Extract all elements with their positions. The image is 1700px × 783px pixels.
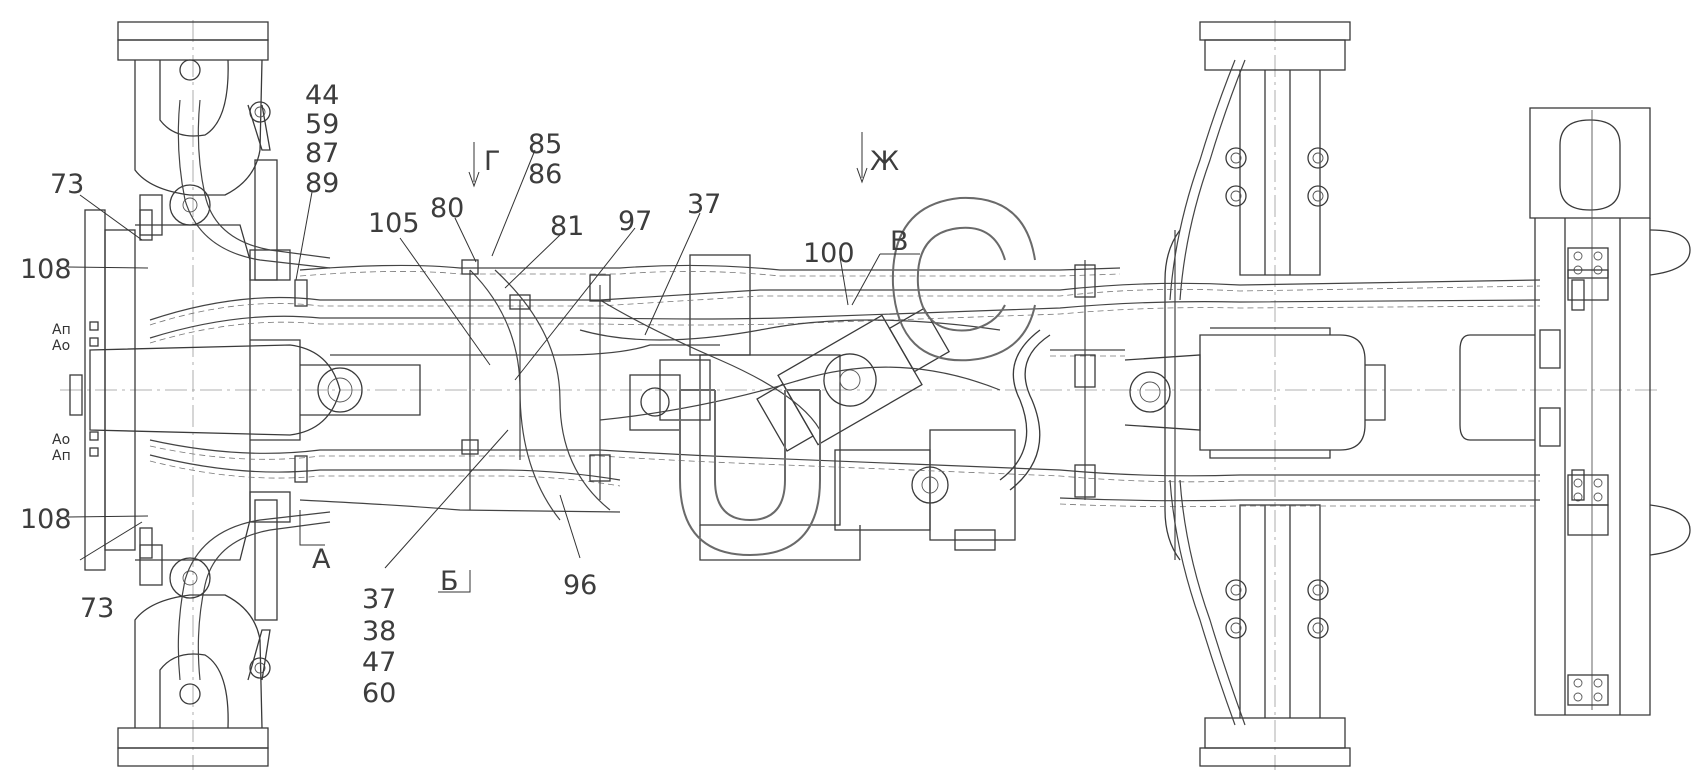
- callout-73-bottom: 73: [80, 593, 114, 624]
- callout-80: 80: [430, 193, 464, 224]
- callout-73-top: 73: [50, 169, 84, 200]
- callout-108-bottom: 108: [20, 504, 72, 535]
- view-label-be: Б: [440, 566, 459, 597]
- callout-85: 85: [528, 129, 562, 160]
- callout-81: 81: [550, 211, 584, 242]
- view-label-v: В: [890, 226, 909, 257]
- rear-axle-assembly: [1124, 21, 1386, 767]
- section-label-a: А: [312, 544, 331, 575]
- callout-86: 86: [528, 159, 562, 190]
- callout-97: 97: [618, 206, 652, 237]
- callout-108-top: 108: [20, 254, 72, 285]
- port-markers: [89, 321, 99, 457]
- callout-105: 105: [368, 208, 420, 239]
- callout-87: 87: [305, 138, 339, 169]
- view-label-g: Г: [484, 146, 500, 177]
- hose-fittings: [139, 209, 1585, 559]
- callout-44: 44: [305, 80, 339, 111]
- callout-60: 60: [362, 678, 396, 709]
- port-label-an-bottom: Aп: [52, 448, 71, 464]
- callout-38: 38: [362, 616, 396, 647]
- callout-100: 100: [803, 238, 855, 269]
- view-label-zh: Ж: [870, 146, 899, 177]
- hydraulic-lines: [149, 59, 1541, 726]
- front-axle-assembly: [69, 21, 421, 767]
- port-label-an-top: Aп: [52, 322, 71, 338]
- callout-37-top: 37: [687, 189, 721, 220]
- callout-37-bottom: 37: [362, 584, 396, 615]
- leader-lines: [67, 132, 920, 593]
- port-label-ao-bottom: Aо: [52, 432, 70, 448]
- watermark-logo: [679, 196, 1036, 557]
- callout-89: 89: [305, 168, 339, 199]
- callout-96: 96: [563, 570, 597, 601]
- callout-59: 59: [305, 109, 339, 140]
- callout-47: 47: [362, 647, 396, 678]
- hydraulic-pump-unit: [629, 254, 1051, 561]
- port-label-ao-top: Aо: [52, 338, 70, 354]
- frame-beam: [1459, 107, 1691, 716]
